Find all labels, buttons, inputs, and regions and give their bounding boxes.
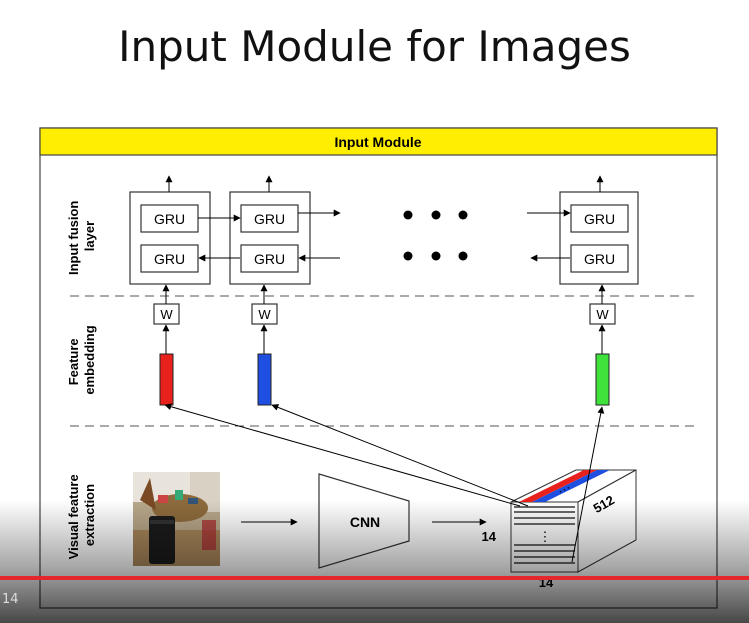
gru-cell-backward bbox=[570, 244, 629, 273]
progress-bar[interactable] bbox=[0, 576, 749, 580]
svg-text:W: W bbox=[160, 307, 173, 322]
gru-label: GRU bbox=[584, 251, 615, 267]
ellipsis-dots bbox=[403, 210, 468, 261]
svg-text:⋮: ⋮ bbox=[539, 529, 552, 544]
weight-box-2: W bbox=[251, 303, 278, 325]
section-label-embedding: Feature embedding bbox=[66, 325, 97, 394]
progress-bar-fill bbox=[0, 576, 749, 580]
cell-to-vector-arrow bbox=[164, 403, 521, 507]
cnn-label: CNN bbox=[350, 514, 380, 530]
weight-box-1: W bbox=[153, 303, 180, 325]
section-label-extraction: Visual feature extraction bbox=[66, 471, 97, 560]
module-header bbox=[39, 127, 718, 156]
gru-block-3: GRU GRU bbox=[559, 191, 639, 285]
gru-label: GRU bbox=[254, 251, 285, 267]
feature-vector-green bbox=[595, 353, 610, 406]
dim-height-label: 14 bbox=[482, 529, 497, 544]
gru-cell-backward bbox=[140, 244, 199, 273]
feature-vector-red bbox=[159, 353, 174, 406]
gru-label: GRU bbox=[584, 211, 615, 227]
svg-text:W: W bbox=[258, 307, 271, 322]
gru-block-1: GRU GRU bbox=[129, 191, 211, 285]
gru-label: GRU bbox=[254, 211, 285, 227]
gru-cell-forward bbox=[570, 204, 629, 233]
gru-cell-backward bbox=[240, 244, 299, 273]
cell-to-vector-arrow bbox=[271, 404, 529, 507]
gru-label: GRU bbox=[154, 251, 185, 267]
gru-label: GRU bbox=[154, 211, 185, 227]
weight-box-3: W bbox=[589, 303, 616, 325]
svg-text:···: ··· bbox=[555, 479, 573, 498]
gru-block-2: GRU GRU bbox=[229, 191, 311, 285]
input-photo bbox=[133, 472, 220, 566]
time-readout: 14 bbox=[2, 592, 19, 607]
feature-vector-blue bbox=[257, 353, 272, 406]
gru-cell-forward bbox=[240, 204, 299, 233]
section-label-fusion: Input fusion layer bbox=[66, 197, 97, 275]
slide-title: Input Module for Images bbox=[118, 22, 631, 71]
module-header-label: Input Module bbox=[334, 134, 421, 150]
svg-text:W: W bbox=[596, 307, 609, 322]
